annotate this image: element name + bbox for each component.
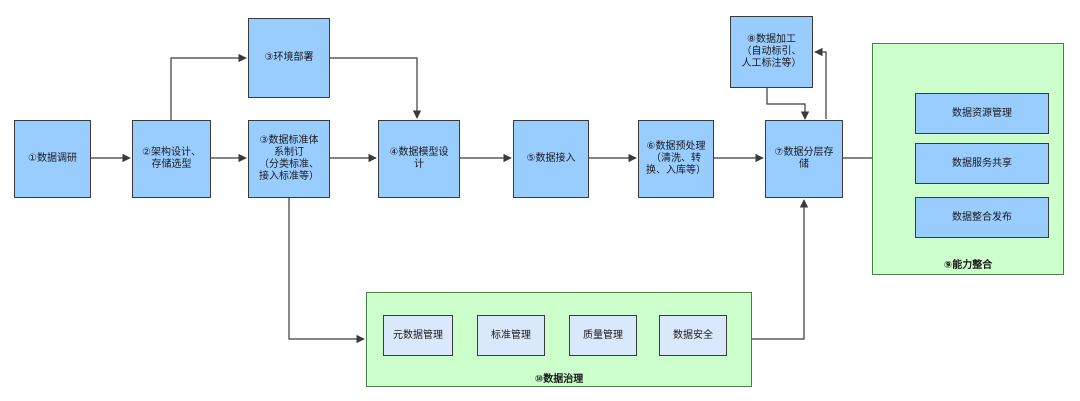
ability-item-service-share: 数据服务共享 xyxy=(915,143,1049,184)
node-data-standard: ③数据标准体 系制订 （分类标准、 接入标准等） xyxy=(248,120,330,198)
edge-3-gov xyxy=(288,198,365,344)
edge-2-env xyxy=(170,53,247,121)
governance-item-quality: 质量管理 xyxy=(569,315,637,356)
governance-item-security: 数据安全 xyxy=(659,315,727,356)
edge-8-7 xyxy=(766,88,810,120)
node-environment-deploy: ③环境部署 xyxy=(248,18,330,98)
governance-item-metadata: 元数据管理 xyxy=(383,315,453,356)
node-data-model: ④数据模型设 计 xyxy=(378,120,460,198)
node-data-preprocess: ⑥数据预处理 （清洗、转 换、入库等） xyxy=(638,120,714,198)
node-data-ingest: ⑤数据接入 xyxy=(513,120,589,198)
edge-gov-7 xyxy=(752,199,809,340)
data-governance-title: ⑩数据治理 xyxy=(534,374,584,385)
governance-item-standard: 标准管理 xyxy=(477,315,545,356)
ability-item-integration-publish: 数据整合发布 xyxy=(915,197,1049,238)
edge-7-8 xyxy=(814,47,827,119)
edge-env-4 xyxy=(330,57,422,119)
node-layered-storage: ⑦数据分层存 储 xyxy=(765,120,843,198)
node-architecture-design: ②架构设计、 存储选型 xyxy=(132,120,211,198)
node-data-processing: ⑧数据加工 （自动标引、 人工标注等） xyxy=(730,16,813,88)
node-data-research: ①数据调研 xyxy=(14,120,91,198)
ability-integration-title: ⑨能力整合 xyxy=(943,260,993,271)
ability-item-resource-mgmt: 数据资源管理 xyxy=(915,93,1049,134)
